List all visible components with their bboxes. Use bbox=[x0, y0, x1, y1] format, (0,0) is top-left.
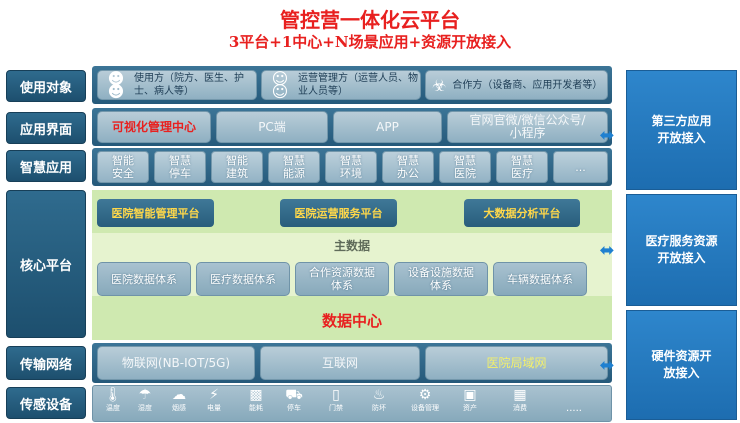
row-label-sensing: 传感设备 bbox=[6, 387, 86, 419]
smart-tile: 智慧能源 bbox=[268, 151, 320, 183]
thermometer-icon: 🌡 bbox=[104, 387, 122, 403]
users-icon: ☺☺ bbox=[271, 69, 289, 101]
asset-icon: ▣ bbox=[463, 387, 477, 403]
sensor-item: ♨ 防坏 bbox=[372, 387, 386, 412]
ui-pc: PC端 bbox=[216, 111, 328, 143]
system-box: 设备设施数据体系 bbox=[394, 262, 488, 296]
diagram-title: 管控营一体化云平台 bbox=[280, 8, 460, 32]
fire-icon: ♨ bbox=[372, 387, 386, 403]
energy-icon: ▩ bbox=[249, 387, 263, 403]
row-label-smart: 智慧应用 bbox=[6, 150, 86, 182]
diagram-subtitle: 3平台+1中心+N场景应用+资源开放接入 bbox=[228, 33, 512, 51]
system-box: 车辆数据体系 bbox=[493, 262, 587, 296]
user-box-partner: ☣ 合作方（设备商、应用开发者等） bbox=[425, 70, 608, 100]
double-arrow-icon: ⬌ bbox=[599, 354, 615, 376]
humidity-icon: ☂ bbox=[138, 387, 152, 403]
platform-big-data: 大数据分析平台 bbox=[464, 199, 580, 227]
smart-tile: 智能建筑 bbox=[211, 151, 263, 183]
door-icon: ▯ bbox=[332, 387, 340, 403]
sensor-item: ▣ 资产 bbox=[463, 387, 477, 412]
org-icon: ☣ bbox=[432, 75, 447, 95]
people-icon: ☻☻ bbox=[107, 69, 125, 101]
smart-tile-more: ... bbox=[553, 151, 608, 183]
user-box-text: 使用方（院方、医生、护士、病人等） bbox=[133, 73, 244, 97]
sensor-item: ▩ 能耗 bbox=[249, 387, 263, 412]
double-arrow-icon: ⬌ bbox=[599, 239, 615, 261]
platform-hospital-operation: 医院运营服务平台 bbox=[280, 199, 397, 227]
right-third-party: 第三方应用开放接入 bbox=[626, 70, 737, 190]
user-box-text: 运营管理方（运营人员、物业人员等） bbox=[297, 73, 418, 97]
smart-tile: 智能安全 bbox=[97, 151, 149, 183]
network-hospital-lan: 医院局域网 bbox=[425, 346, 608, 380]
master-data-label: 主数据 bbox=[333, 239, 370, 253]
ui-official-accounts: 官网官微/微信公众号/小程序 bbox=[447, 111, 608, 143]
sensor-item: ⛟ 停车 bbox=[285, 387, 303, 412]
device-icon: ⚙ bbox=[418, 387, 432, 403]
smoke-icon: ☁ bbox=[172, 387, 186, 403]
core-datacenter-band bbox=[92, 296, 612, 340]
smart-tile: 智慧环境 bbox=[325, 151, 377, 183]
user-box-hospital: ☻☻ 使用方（院方、医生、护士、病人等） bbox=[97, 70, 257, 100]
user-box-text: 合作方（设备商、应用开发者等） bbox=[452, 79, 603, 91]
sensor-item: ⚙ 设备管理 bbox=[411, 387, 439, 412]
sensor-item: ​ ..... bbox=[566, 403, 582, 414]
smart-tile: 智慧停车 bbox=[154, 151, 206, 183]
sensor-item: ▯ 门禁 bbox=[329, 387, 343, 412]
smart-tile: 智慧医疗 bbox=[496, 151, 548, 183]
system-box: 医疗数据体系 bbox=[196, 262, 290, 296]
system-box: 医院数据体系 bbox=[97, 262, 191, 296]
power-icon: ⚡ bbox=[209, 387, 219, 403]
sensor-item: ⚡ 电量 bbox=[207, 387, 221, 412]
sensor-item: ☁ 烟感 bbox=[172, 387, 186, 412]
user-box-operator: ☺☺ 运营管理方（运营人员、物业人员等） bbox=[261, 70, 421, 100]
sensor-item: ▦ 消费 bbox=[513, 387, 527, 412]
network-internet: 互联网 bbox=[260, 346, 420, 380]
sensing-row bbox=[92, 385, 612, 422]
ui-visual-center: 可视化管理中心 bbox=[97, 111, 211, 143]
right-hardware: 硬件资源开放接入 bbox=[626, 310, 737, 420]
row-label-ui: 应用界面 bbox=[6, 112, 86, 144]
ui-app: APP bbox=[333, 111, 442, 143]
row-label-users: 使用对象 bbox=[6, 70, 86, 102]
sensor-item: 🌡 温度 bbox=[104, 387, 122, 412]
data-center-label: 数据中心 bbox=[321, 312, 382, 330]
network-iot: 物联网(NB-IOT/5G) bbox=[97, 346, 255, 380]
smart-tile: 智慧办公 bbox=[382, 151, 434, 183]
smart-tile: 智慧医院 bbox=[439, 151, 491, 183]
right-medical-service: 医疗服务资源开放接入 bbox=[626, 194, 737, 306]
sensor-item: ☂ 湿度 bbox=[138, 387, 152, 412]
platform-hospital-management: 医院智能管理平台 bbox=[97, 199, 214, 227]
consume-icon: ▦ bbox=[513, 387, 527, 403]
car-icon: ⛟ bbox=[285, 387, 303, 403]
system-box: 合作资源数据体系 bbox=[295, 262, 389, 296]
row-label-network: 传输网络 bbox=[6, 346, 86, 380]
double-arrow-icon: ⬌ bbox=[599, 124, 615, 146]
row-label-core: 核心平台 bbox=[6, 190, 86, 338]
